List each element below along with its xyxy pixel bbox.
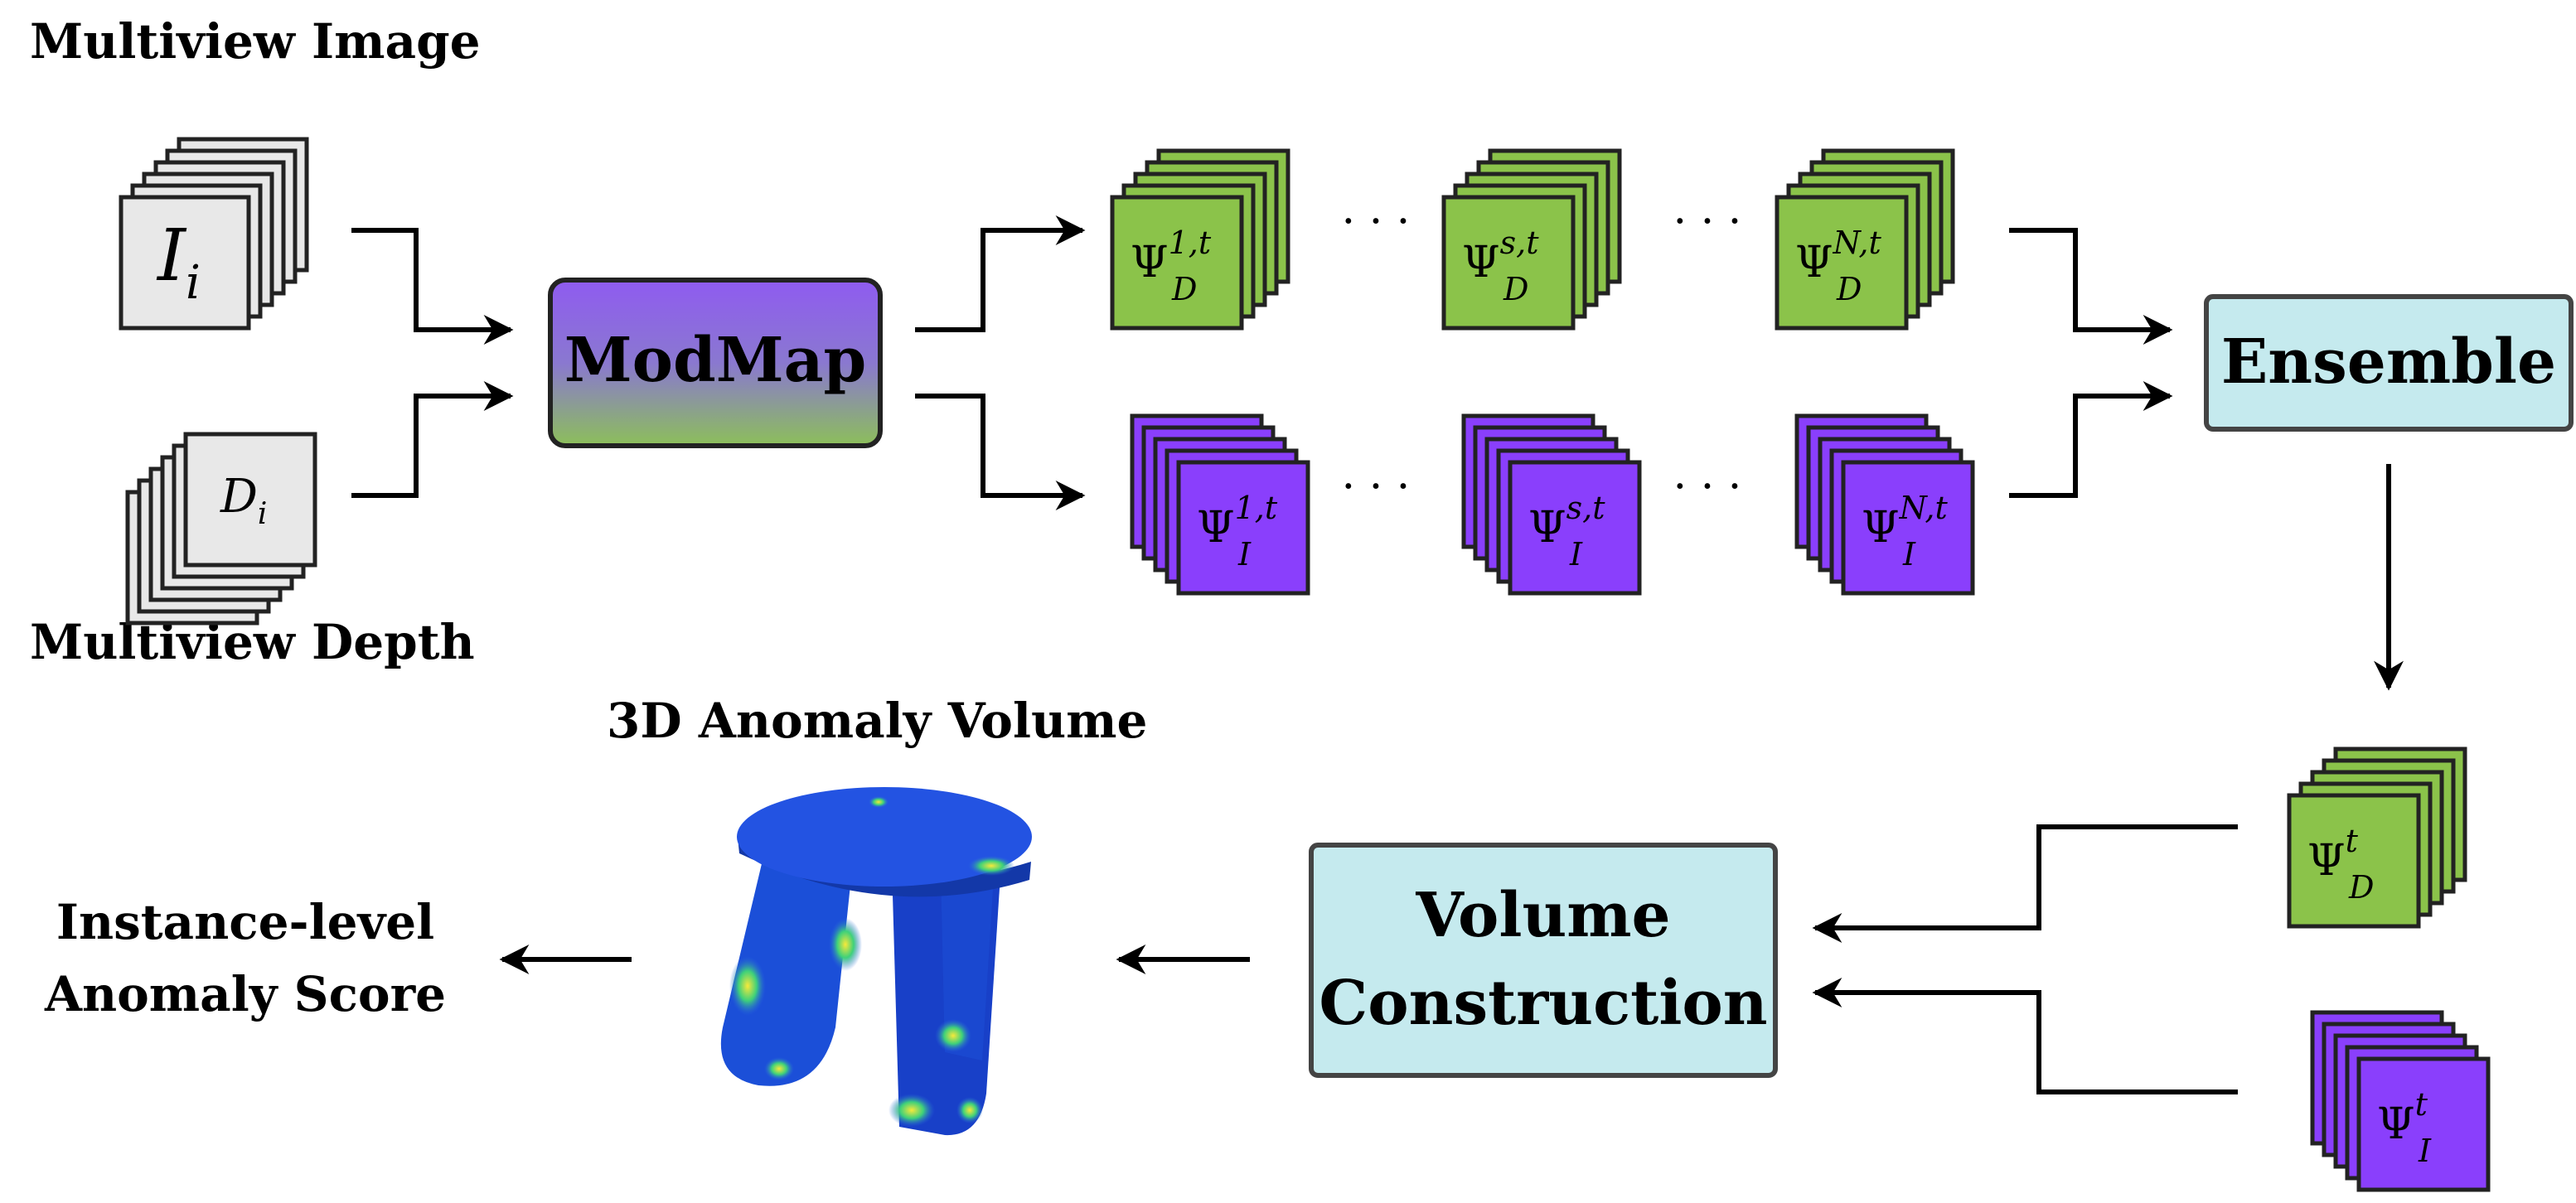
arrow-depth-features-to-ensemble	[2009, 228, 2173, 345]
subscript: D	[2348, 869, 2374, 906]
subscript: D	[1171, 271, 1197, 307]
subscript: I	[1237, 536, 1252, 573]
depth-feature-stack-n-layer	[1775, 195, 1909, 331]
psi-symbol: Ψ	[1131, 238, 1169, 287]
arrow-image-features-to-ensemble	[2009, 381, 2173, 498]
arrow-modmap-to-depth-features	[915, 215, 1086, 332]
depth-feature-stack-s-layer	[1441, 195, 1576, 331]
psi-symbol: Ψ	[2307, 836, 2346, 886]
ensembled-depth-feature-stack-layer	[2287, 793, 2421, 929]
psi-symbol: Ψ	[1862, 503, 1900, 553]
instance-score-label-line1: Instance-level	[56, 894, 434, 950]
superscript: N,t	[1833, 225, 1882, 261]
subscript: I	[1902, 536, 1916, 573]
psi-symbol: Ψ	[1528, 503, 1566, 553]
arrow-depth-to-modmap	[351, 381, 514, 498]
volume-construction-label-line1: Volume	[1415, 880, 1670, 951]
image-stack-layer	[119, 195, 251, 331]
ensemble-box	[2204, 294, 2574, 432]
ellipsis-depth-2: · · ·	[1673, 197, 1742, 247]
depth-stack-layer	[183, 432, 317, 568]
psi-symbol: Ψ	[2377, 1099, 2415, 1149]
anomaly-volume-label: 3D Anomaly Volume	[607, 693, 1147, 749]
anomaly-volume-stool-image	[720, 787, 1032, 1136]
multiview-image-label: Multiview Image	[30, 13, 481, 70]
subscript: D	[1836, 271, 1862, 307]
modmap-label: ModMap	[564, 325, 867, 396]
superscript: t	[2346, 823, 2359, 859]
superscript: N,t	[1899, 490, 1949, 526]
psi-symbol: Ψ	[1795, 238, 1833, 287]
image-symbol: Ii	[156, 215, 201, 310]
arrow-image-ensemble-to-volume	[1812, 978, 2238, 1094]
superscript: 1,t	[1235, 490, 1278, 526]
ensemble-label: Ensemble	[2221, 326, 2556, 398]
superscript: s,t	[1500, 225, 1540, 261]
ellipsis-image-1: · · ·	[1342, 462, 1411, 512]
image-feature-stack-1-layer	[1176, 460, 1310, 596]
subscript: D	[1503, 271, 1528, 307]
image-feature-stack-s-layer	[1508, 460, 1642, 596]
multiview-depth-stack	[125, 432, 317, 626]
depth-symbol: Di	[220, 470, 267, 531]
depth-feature-stack-1-layer	[1110, 195, 1244, 331]
subscript: I	[1569, 536, 1583, 573]
ellipsis-image-2: · · ·	[1673, 462, 1742, 512]
ensembled-image-feature-stack-layer	[2356, 1056, 2491, 1192]
superscript: s,t	[1566, 490, 1606, 526]
multiview-image-stack	[119, 137, 309, 331]
ellipsis-depth-1: · · ·	[1342, 197, 1411, 247]
arrow-depth-ensemble-to-volume	[1812, 824, 2238, 943]
volume-construction-label-line2: Construction	[1319, 968, 1767, 1039]
image-feature-stack-n-layer	[1841, 460, 1975, 596]
subscript: I	[2418, 1133, 2432, 1169]
superscript: 1,t	[1169, 225, 1212, 261]
arrow-modmap-to-image-features	[915, 394, 1086, 510]
psi-symbol: Ψ	[1462, 238, 1500, 287]
psi-symbol: Ψ	[1197, 503, 1235, 553]
instance-score-label-line2: Anomaly Score	[44, 966, 446, 1022]
connectors	[351, 215, 2404, 1094]
modmap-box	[548, 278, 883, 448]
superscript: t	[2415, 1086, 2428, 1123]
arrow-image-to-modmap	[351, 228, 514, 345]
volume-construction-box	[1309, 843, 1778, 1078]
